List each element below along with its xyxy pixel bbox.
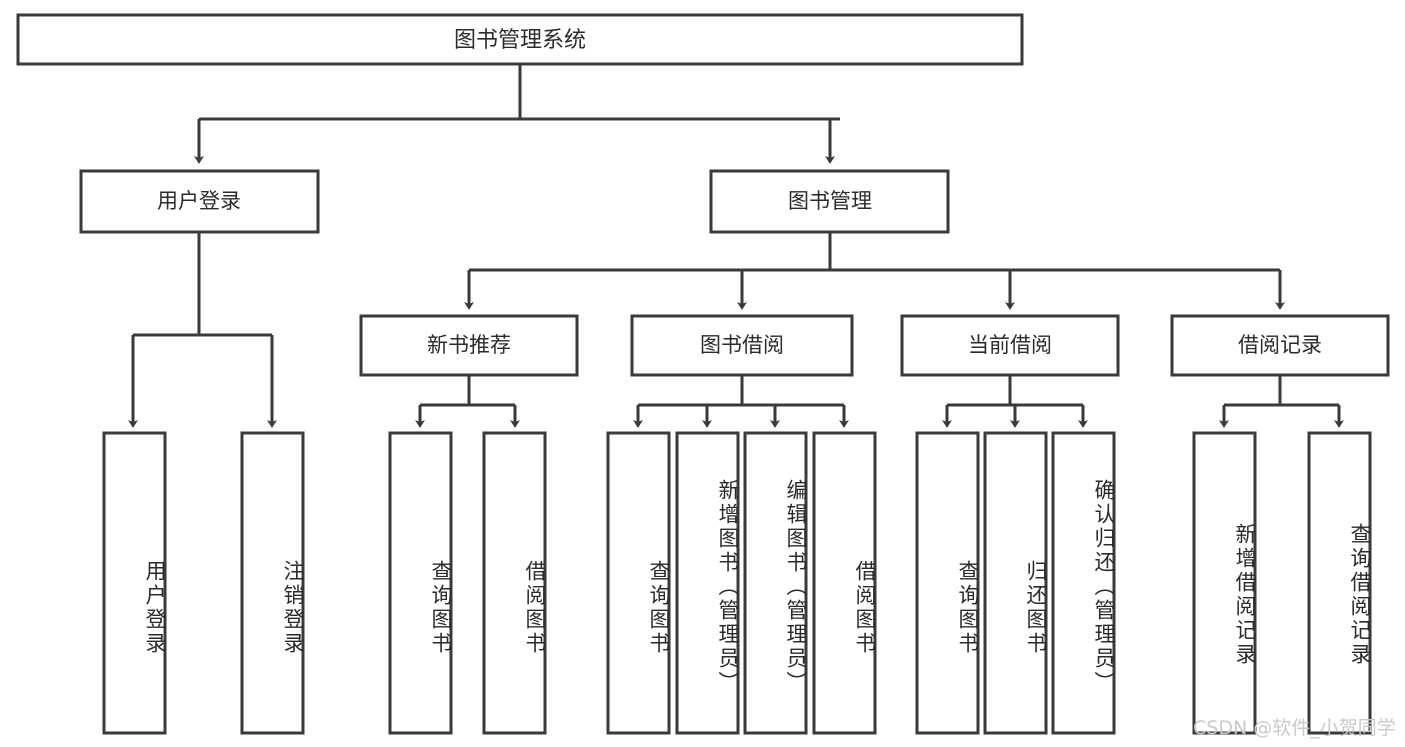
leaf-box-return-book[interactable] — [983, 431, 1048, 735]
leaf-box-logout-login[interactable] — [240, 431, 305, 735]
leaf-box-edit-book[interactable] — [743, 431, 808, 735]
node-book-borrow-label: 图书借阅 — [700, 333, 784, 357]
connector-group-root — [194, 64, 840, 164]
leaf-box-query-book-2[interactable] — [606, 431, 671, 735]
node-current-borrow-label: 当前借阅 — [968, 333, 1052, 357]
node-root[interactable]: 图书管理系统 — [16, 13, 1024, 66]
leaf-box-borrow-book-1[interactable] — [482, 431, 547, 735]
leaf-boxes — [102, 431, 1372, 735]
connector-group-book-borrow — [633, 375, 849, 428]
node-borrow-record-label: 借阅记录 — [1238, 333, 1322, 357]
connector-group-book-manage — [464, 232, 1285, 310]
leaf-box-query-book-1[interactable] — [388, 431, 453, 735]
leaf-box-confirm-return[interactable] — [1051, 431, 1116, 735]
connector-group-borrow-record — [1219, 375, 1344, 428]
node-book-manage[interactable]: 图书管理 — [709, 169, 950, 234]
connector-group-new-book-recommend — [415, 375, 520, 428]
leaf-box-user-login[interactable] — [102, 431, 167, 735]
node-borrow-record[interactable]: 借阅记录 — [1170, 314, 1390, 377]
leaf-box-add-book[interactable] — [675, 431, 740, 735]
node-new-book-recommend[interactable]: 新书推荐 — [359, 314, 579, 377]
node-book-manage-label: 图书管理 — [788, 189, 872, 213]
node-current-borrow[interactable]: 当前借阅 — [900, 314, 1120, 377]
leaf-box-borrow-book-2[interactable] — [812, 431, 877, 735]
leaf-box-add-record[interactable] — [1192, 431, 1257, 735]
node-book-borrow[interactable]: 图书借阅 — [630, 314, 854, 377]
connector-group-current-borrow — [942, 375, 1088, 428]
node-user-login[interactable]: 用户登录 — [79, 169, 320, 234]
node-new-book-recommend-label: 新书推荐 — [427, 333, 511, 357]
watermark-text: CSDN @软件_小贺同学 — [1193, 717, 1396, 739]
node-user-login-label: 用户登录 — [157, 189, 241, 213]
node-root-label: 图书管理系统 — [454, 28, 586, 53]
leaf-box-query-record[interactable] — [1307, 431, 1372, 735]
leaf-box-query-book-3[interactable] — [915, 431, 980, 735]
connector-group-user-login — [128, 232, 277, 428]
